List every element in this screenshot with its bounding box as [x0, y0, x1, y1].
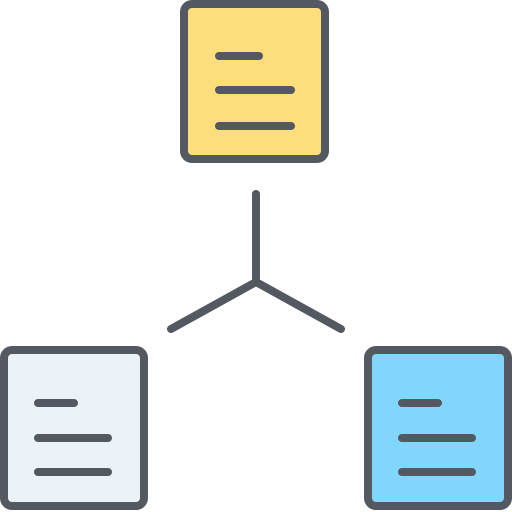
tri-branch-connector-icon	[167, 190, 345, 333]
document-top-icon	[180, 0, 329, 163]
document-left-icon	[0, 346, 148, 510]
document-right-icon	[364, 346, 512, 510]
